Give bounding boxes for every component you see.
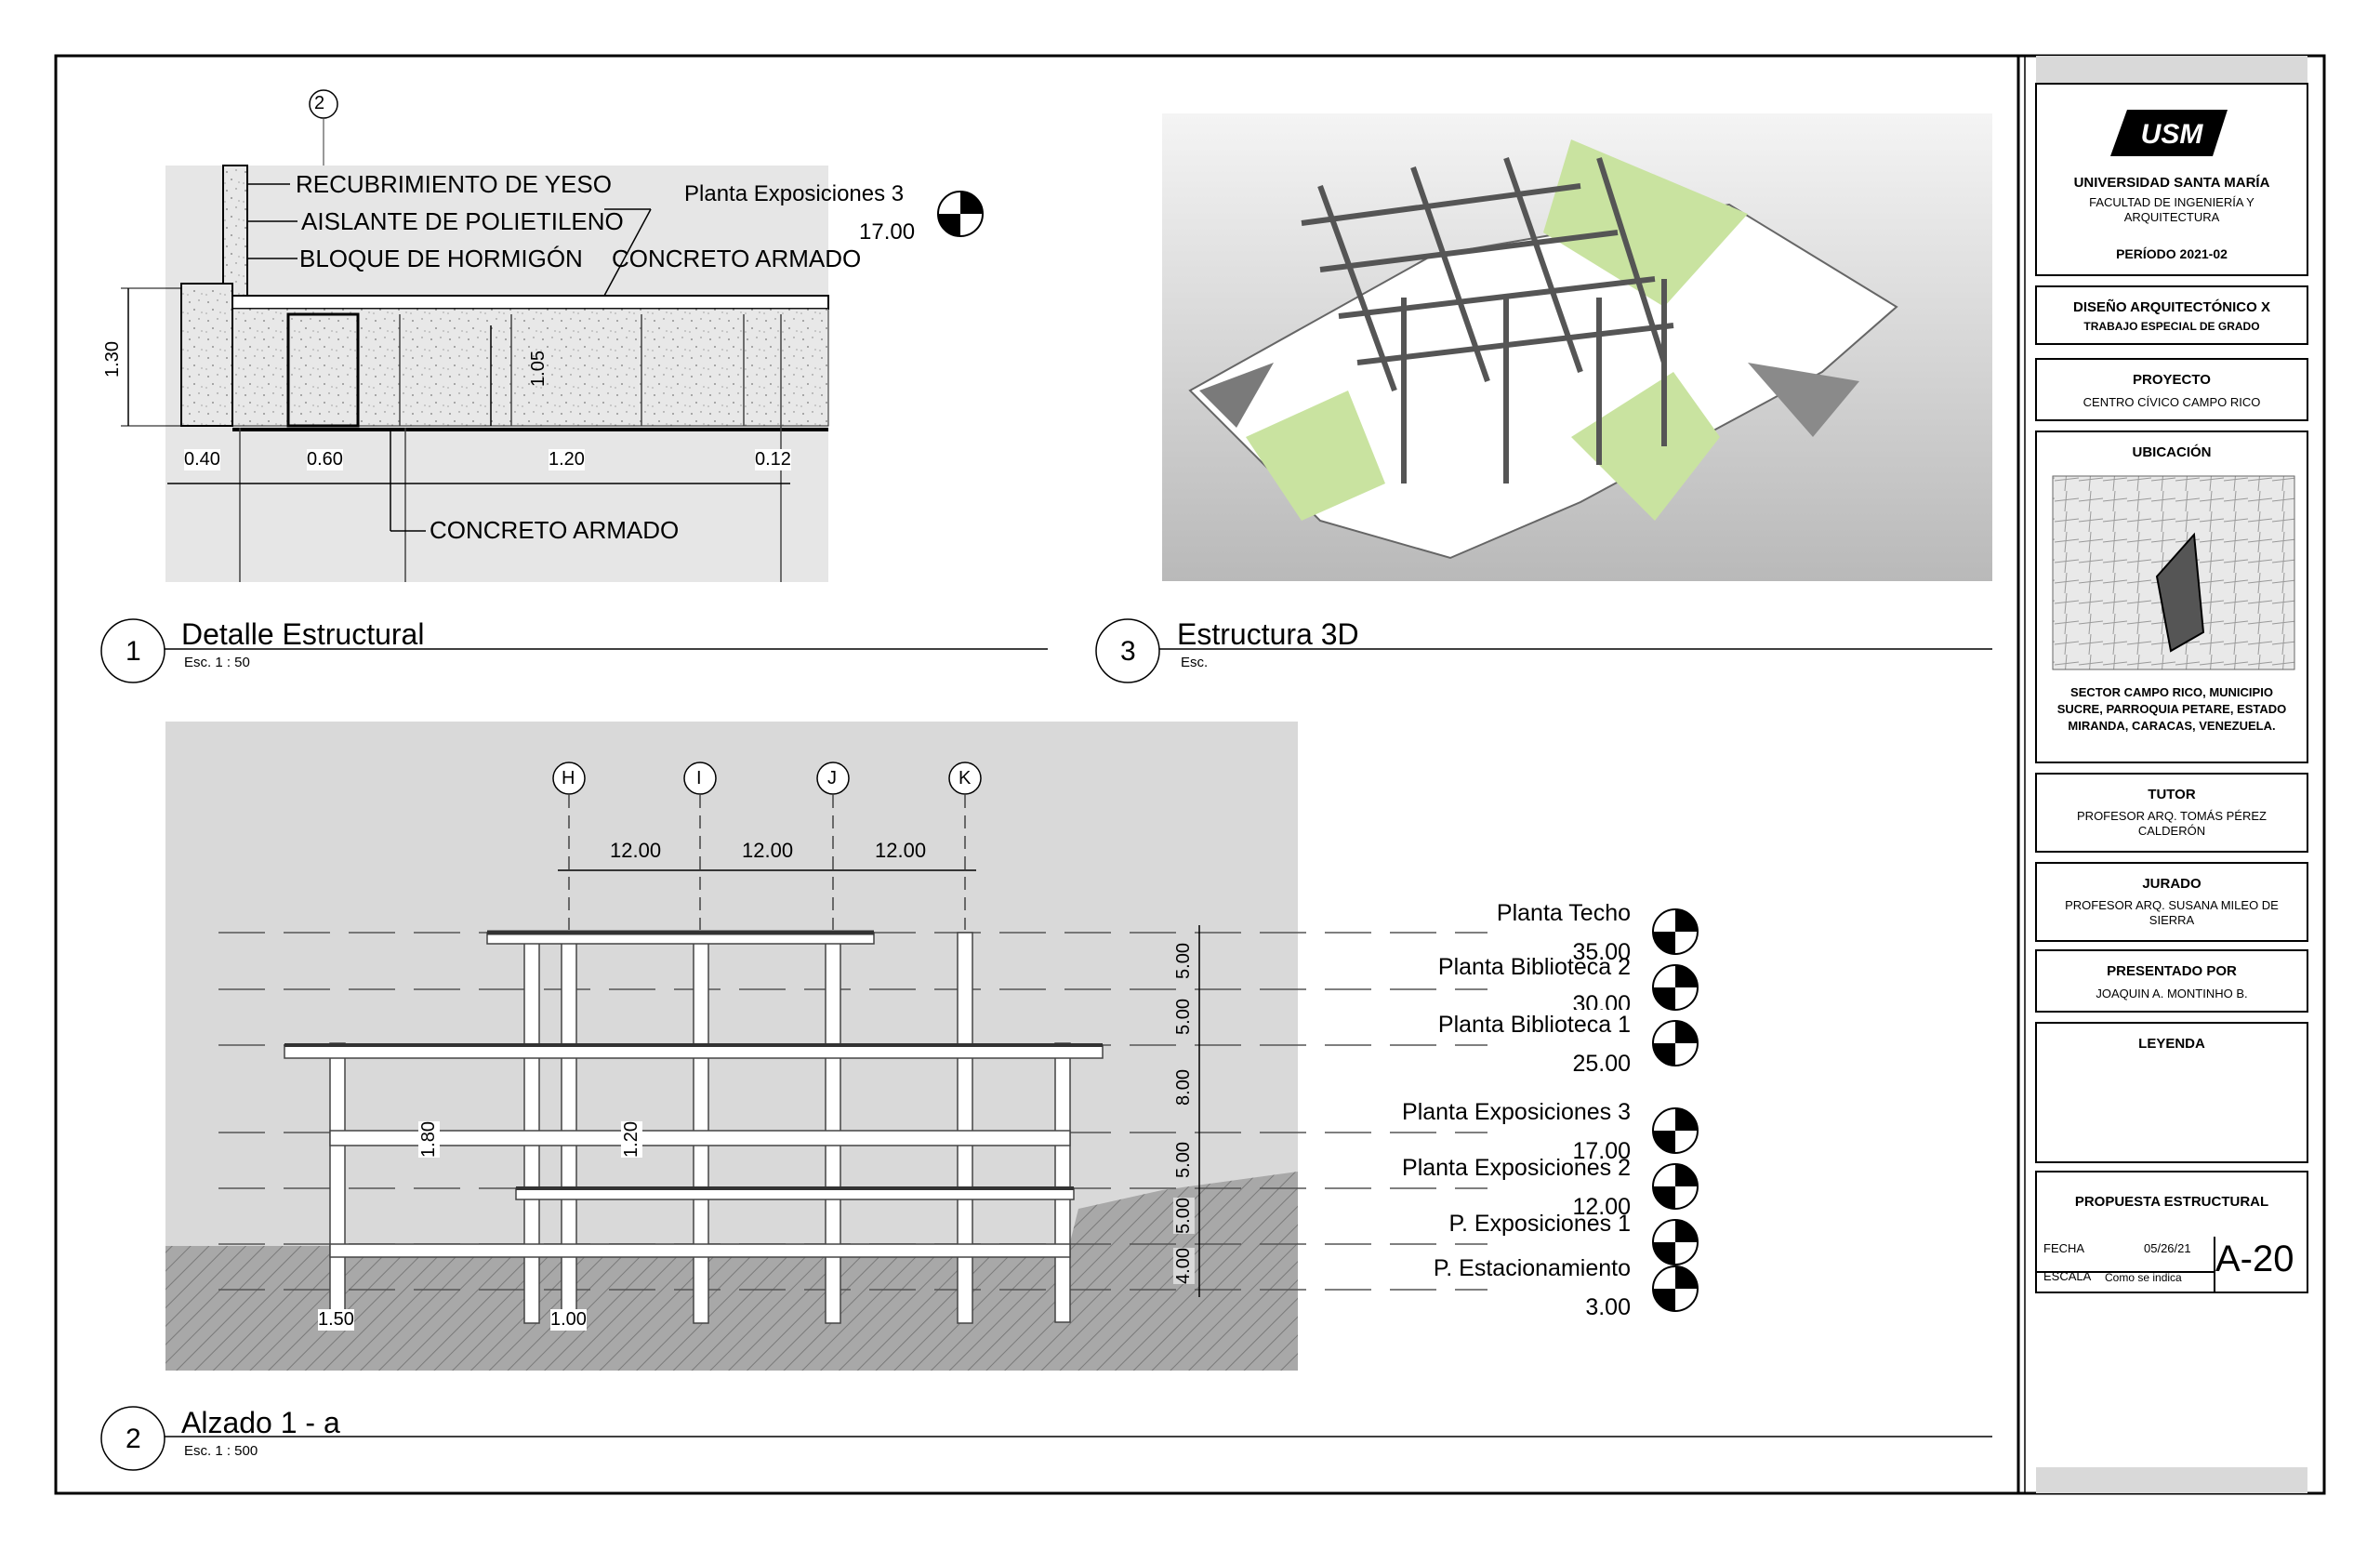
level-value-techo: 35.00 [1572, 939, 1631, 965]
elevation-view [165, 722, 1699, 1371]
level-value-biblioteca-1: 25.00 [1572, 1051, 1631, 1077]
tutor-label: TUTOR [2148, 787, 2196, 802]
level-name-exposiciones-2: Planta Exposiciones 2 [1402, 1155, 1631, 1181]
sheet-border [54, 54, 2326, 1495]
dim-w3: 1.20 [549, 449, 585, 470]
beam-dim-1: 1.80 [417, 1121, 440, 1158]
dim-w4: 0.12 [755, 449, 791, 470]
grid-label-k: K [959, 768, 972, 788]
level-value-exposiciones-3: 17.00 [1572, 1138, 1631, 1164]
legend-label: LEYENDA [2138, 1036, 2205, 1052]
title-block [2035, 56, 2308, 1493]
layer-label-concreto: CONCRETO ARMADO [612, 245, 862, 272]
level-name-exposiciones-3: Planta Exposiciones 3 [1402, 1099, 1631, 1125]
label-concreto-armado-bottom: CONCRETO ARMADO [430, 516, 680, 544]
level-value-estacionamiento: 3.00 [1585, 1294, 1631, 1320]
vdim-2: 5.00 [1172, 999, 1195, 1035]
vdim-4: 5.00 [1172, 1142, 1195, 1178]
level-name-exposiciones-1: P. Exposiciones 1 [1448, 1211, 1632, 1237]
scale-value: Como se indica [2105, 1271, 2182, 1284]
date-label: FECHA [2043, 1241, 2085, 1255]
level-value-exposiciones-2: 12.00 [1572, 1194, 1631, 1220]
usm-logo [2110, 110, 2228, 156]
vdim-1: 5.00 [1172, 943, 1195, 979]
detail-level-value: 17.00 [859, 219, 916, 245]
course-subtitle: TRABAJO ESPECIAL DE GRADO [2083, 320, 2260, 333]
tutor-value: PROFESOR ARQ. TOMÁS PÉREZ CALDERÓN [2077, 809, 2267, 838]
sheet-title: PROPUESTA ESTRUCTURAL [2074, 1194, 2269, 1210]
structure-3d-view [1162, 113, 1992, 581]
project-value: CENTRO CÍVICO CAMPO RICO [2082, 395, 2261, 409]
grid-spacing-jk: 12.00 [875, 839, 927, 862]
level-value-biblioteca-2: 30.00 [1572, 991, 1631, 1010]
presented-value: JOAQUIN A. MONTINHO B. [2096, 987, 2248, 1000]
view-number-3: 3 [1120, 636, 1136, 667]
level-name-estacionamiento: P. Estacionamiento [1433, 1255, 1631, 1281]
jury-label: JURADO [2142, 876, 2202, 892]
footing-dim-1: 1.50 [318, 1309, 354, 1331]
level-name-biblioteca-1: Planta Biblioteca 1 [1437, 1012, 1631, 1038]
university-name: UNIVERSIDAD SANTA MARÍA [2073, 175, 2270, 191]
faculty-name: FACULTAD DE INGENIERÍA Y ARQUITECTURA [2089, 195, 2254, 224]
level-name-biblioteca-2: Planta Biblioteca 2 [1437, 954, 1631, 980]
level-target-icons [1652, 908, 1699, 1312]
layer-label-bloque: BLOQUE DE HORMIGÓN [299, 245, 583, 272]
layer-label-yeso: RECUBRIMIENTO DE YESO [296, 170, 612, 198]
grid-bubble-i [683, 762, 717, 795]
footing-dim-2: 1.00 [550, 1309, 587, 1331]
vdim-6: 4.00 [1172, 1248, 1195, 1284]
view-scale-3d: Esc. [1181, 655, 1209, 670]
grid-spacing-ij: 12.00 [742, 839, 794, 862]
dim-beam-height: 1.05 [527, 351, 549, 387]
view-scale-elevation: Esc. 1 : 500 [184, 1443, 258, 1459]
vdim-3: 8.00 [1172, 1069, 1195, 1106]
level-name-techo: Planta Techo [1496, 900, 1631, 926]
dim-height: 1.30 [101, 341, 123, 378]
layer-label-aislante: AISLANTE DE POLIETILENO [301, 207, 624, 235]
grid-bubble-j [816, 762, 850, 795]
date-value: 05/26/21 [2144, 1241, 2191, 1255]
scale-label: ESCALA [2043, 1269, 2092, 1283]
view-title-3d: Estructura 3D [1177, 617, 1359, 651]
dim-w1: 0.40 [184, 449, 220, 470]
structural-detail [121, 89, 984, 582]
location-label: UBICACIÓN [2132, 444, 2212, 460]
grid-label-2: 2 [314, 93, 325, 113]
view-title-detail: Detalle Estructural [181, 617, 425, 651]
vdim-5: 5.00 [1172, 1198, 1195, 1234]
beam-dim-2: 1.20 [620, 1121, 642, 1158]
period: PERÍODO 2021-02 [2116, 246, 2228, 261]
level-target-icon [937, 191, 984, 237]
usm-logo-text: USM [2140, 119, 2203, 150]
detail-level-name: Planta Exposiciones 3 [684, 181, 905, 206]
grid-label-i: I [696, 768, 702, 788]
project-label: PROYECTO [2133, 372, 2211, 388]
sheet-number: A-20 [2215, 1239, 2294, 1279]
jury-value: PROFESOR ARQ. SUSANA MILEO DE SIERRA [2065, 898, 2279, 927]
grid-label-j: J [827, 768, 837, 788]
grid-bubble-k [948, 762, 982, 795]
course-name: DISEÑO ARQUITECTÓNICO X [2073, 299, 2270, 315]
view-number-1: 1 [126, 636, 141, 667]
grid-bubble-2 [309, 89, 338, 119]
presented-label: PRESENTADO POR [2107, 963, 2237, 979]
grid-bubble-h [552, 762, 586, 795]
view-number-2: 2 [126, 1424, 141, 1454]
grid-spacing-hi: 12.00 [610, 839, 662, 862]
dim-w2: 0.60 [307, 449, 343, 470]
location-value: SECTOR CAMPO RICO, MUNICIPIO SUCRE, PARR… [2056, 685, 2287, 733]
view-title-elevation: Alzado 1 - a [181, 1406, 340, 1439]
view-scale-detail: Esc. 1 : 50 [184, 655, 250, 670]
grid-label-h: H [562, 768, 575, 788]
